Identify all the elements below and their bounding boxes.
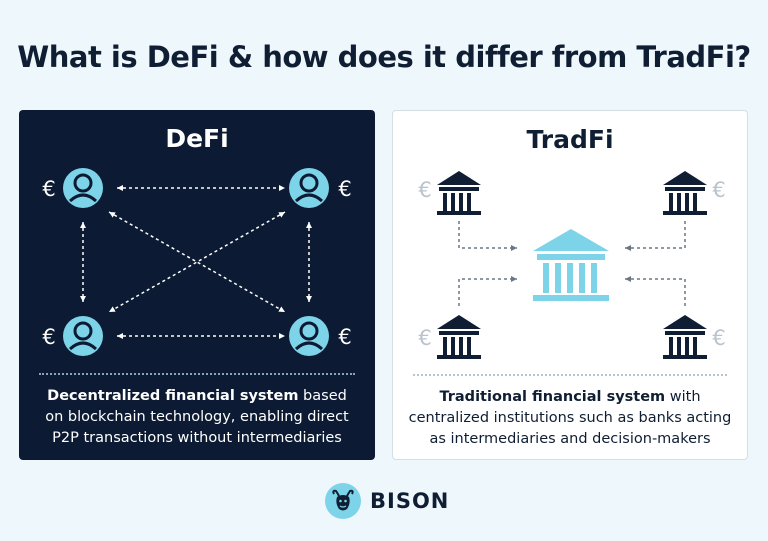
euro-icon-bottom-left: € (418, 326, 431, 350)
tradfi-central-diagram: € € € € (418, 171, 726, 359)
connector-bottom-left (458, 276, 517, 306)
euro-icon-bottom-left: € (42, 325, 55, 349)
bank-icon-bottom-right (663, 315, 707, 359)
central-bank-icon (533, 229, 609, 301)
bison-logo: BISON (325, 482, 449, 520)
arrow-diagonal-2 (108, 211, 286, 313)
euro-icon-top-left: € (418, 178, 431, 202)
user-icon-top-left (61, 166, 105, 210)
defi-caption-bold: Decentralized financial system (47, 388, 299, 404)
tradfi-caption-line2: centralized institutions such as banks a… (408, 410, 732, 426)
defi-divider (39, 373, 355, 375)
bank-icon-top-left (437, 171, 481, 215)
euro-icon-bottom-right: € (712, 326, 725, 350)
user-icon-bottom-left (61, 314, 105, 358)
user-icon-top-right (287, 166, 331, 210)
defi-caption-line2: on blockchain technology, enabling direc… (45, 409, 349, 425)
tradfi-caption-line3: as intermediaries and decision-makers (429, 431, 711, 447)
tradfi-caption: Traditional financial system with centra… (403, 387, 737, 450)
connector-bottom-right (625, 276, 686, 306)
connector-top-left (458, 221, 517, 251)
tradfi-panel: TradFi (392, 110, 748, 460)
page-title: What is DeFi & how does it differ from T… (17, 40, 751, 74)
defi-caption: Decentralized financial system based on … (29, 386, 365, 449)
tradfi-caption-line1: with (665, 389, 701, 405)
defi-caption-line1: based (298, 388, 347, 404)
defi-heading: DeFi (165, 124, 229, 153)
euro-icon-top-right: € (712, 178, 725, 202)
defi-p2p-diagram: € € € € (42, 166, 352, 358)
bank-icon-bottom-left (437, 315, 481, 359)
tradfi-heading: TradFi (526, 125, 614, 154)
tradfi-caption-bold: Traditional financial system (439, 389, 666, 405)
user-icon-bottom-right (287, 314, 331, 358)
tradfi-divider (413, 374, 727, 376)
defi-caption-line3: P2P transactions without intermediaries (52, 430, 342, 446)
brand-name: BISON (370, 489, 450, 513)
defi-panel: DeFi € € € € Decentr (19, 110, 375, 460)
euro-icon-top-left: € (42, 177, 55, 201)
bank-icon-top-right (663, 171, 707, 215)
euro-icon-top-right: € (338, 177, 351, 201)
euro-icon-bottom-right: € (338, 325, 351, 349)
bison-head-icon (325, 483, 361, 519)
connector-top-right (625, 221, 686, 251)
